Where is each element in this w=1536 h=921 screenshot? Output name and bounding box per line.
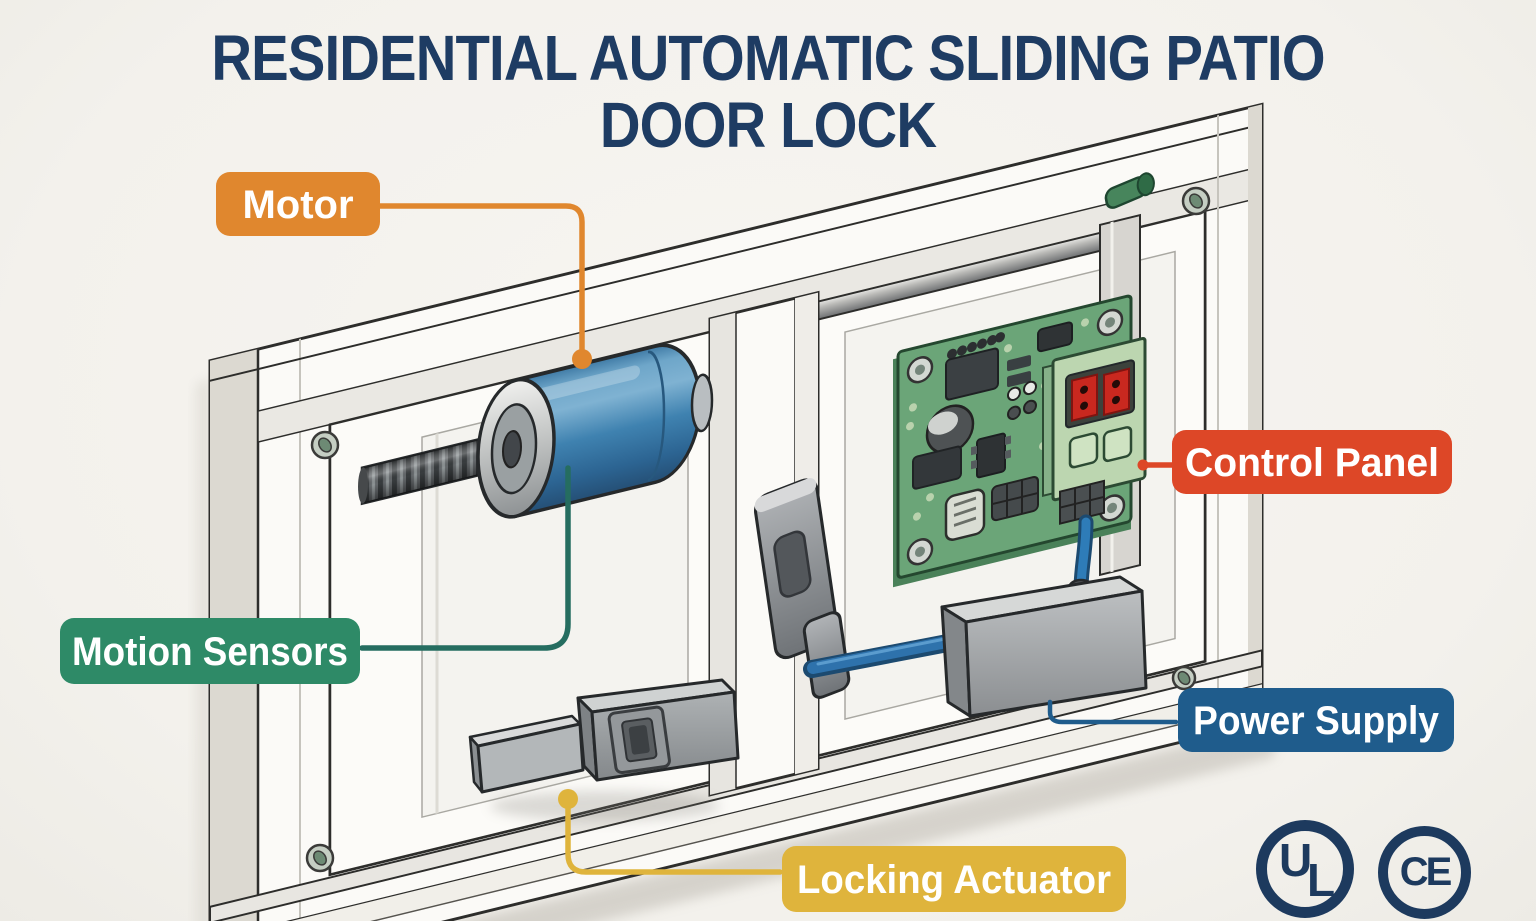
control-button	[1102, 426, 1133, 463]
label-motor	[216, 172, 380, 236]
label-control-panel-text: Control Panel	[1185, 441, 1439, 485]
motor-connector-line	[377, 203, 585, 353]
ce-certification-mark: CE	[1378, 826, 1471, 919]
frame-right-bevel	[1248, 104, 1262, 726]
actuator-shadow	[490, 791, 720, 821]
frame-screws	[305, 186, 1211, 873]
power-supply-callout: Power Supply	[1047, 688, 1454, 752]
handle-button	[773, 530, 812, 598]
linkage-rod	[803, 632, 967, 678]
motor-callout: Motor	[216, 172, 592, 369]
power-supply-connector-line	[1047, 699, 1179, 725]
label-locking-actuator-text: Locking Actuator	[797, 858, 1111, 902]
label-motor-text: Motor	[242, 183, 353, 227]
display-digit	[1103, 367, 1130, 417]
ce-letters: CE	[1399, 850, 1453, 894]
locking-actuator-connector-dot	[558, 789, 578, 809]
locking-actuator-callout: Locking Actuator	[558, 789, 1126, 912]
locking-actuator-connector-line	[565, 803, 783, 875]
label-control-panel	[1172, 430, 1452, 494]
control-button	[1068, 432, 1099, 469]
page-title: RESIDENTIAL AUTOMATIC SLIDING PATIO DOOR…	[92, 25, 1444, 158]
control-panel-pcb	[893, 294, 1147, 588]
bottom-track	[210, 684, 1262, 921]
pcb-screw-holes	[915, 317, 1117, 557]
motor-connector-dot	[572, 349, 592, 369]
motion-sensors-callout: Motion Sensors	[60, 465, 571, 684]
motor-assembly	[476, 343, 714, 519]
actuator-bolt	[468, 714, 585, 794]
actuator-faceplate	[607, 705, 671, 775]
mount-bolt	[1104, 172, 1155, 209]
label-locking-actuator	[782, 846, 1126, 912]
door-handle	[753, 478, 851, 699]
label-power-supply-text: Power Supply	[1193, 699, 1440, 743]
ul-letter-u: U	[1279, 834, 1313, 886]
pcb-components	[906, 318, 1089, 541]
display-digit	[1071, 373, 1098, 422]
label-motion-sensors-text: Motion Sensors	[72, 630, 348, 674]
label-power-supply	[1178, 688, 1454, 752]
power-supply-box	[940, 575, 1148, 718]
control-display-module	[1042, 336, 1147, 525]
control-panel-callout: Control Panel	[1137, 430, 1452, 494]
locking-actuator	[468, 678, 740, 821]
title-line-1: RESIDENTIAL AUTOMATIC SLIDING PATIO	[211, 22, 1325, 95]
motor-shaft-collar	[690, 373, 714, 433]
ul-certification-mark: U L	[1256, 820, 1354, 918]
motion-sensors-connector-line	[359, 465, 571, 651]
title-line-2: DOOR LOCK	[599, 88, 937, 161]
ul-letter-l: L	[1307, 854, 1336, 906]
label-motion-sensors	[60, 618, 360, 684]
frame-drop-shadow	[230, 723, 1275, 921]
